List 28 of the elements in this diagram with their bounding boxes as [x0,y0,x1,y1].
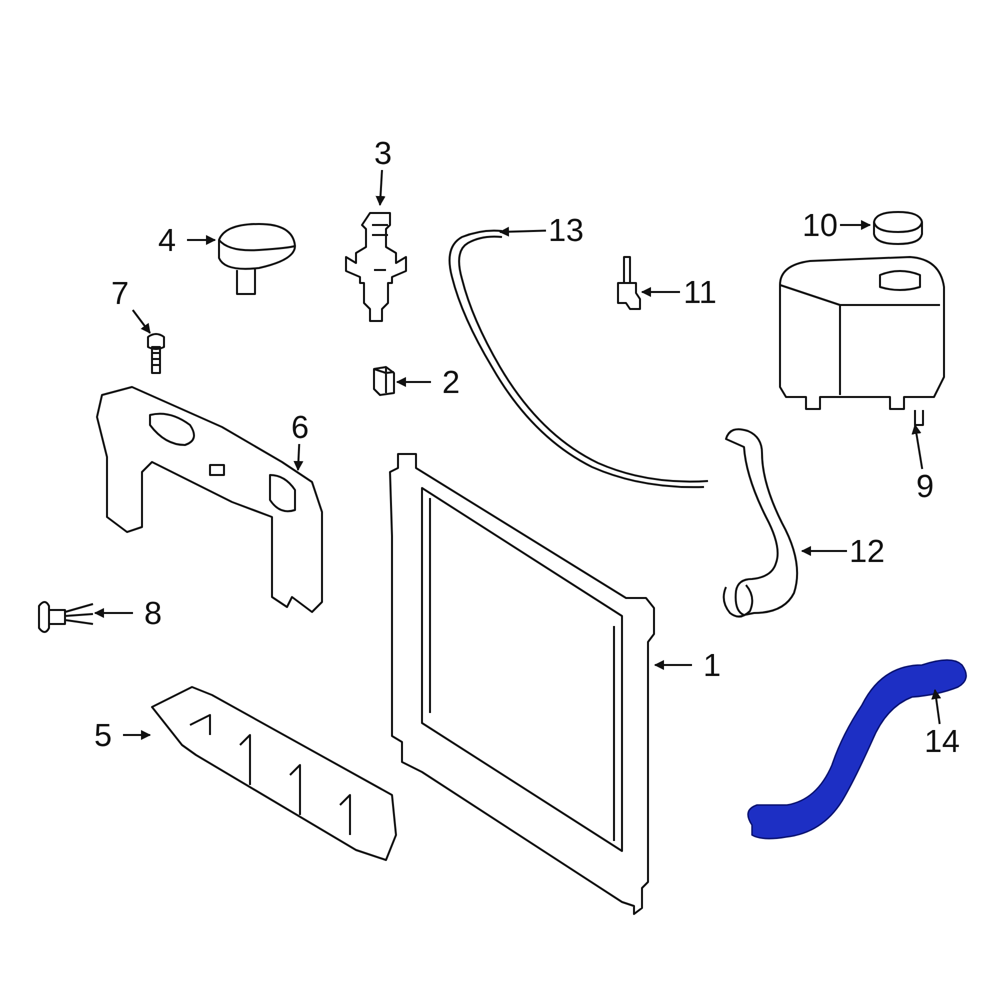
callout-number: 13 [548,212,584,248]
leader-arrow [132,309,151,334]
callout-number: 2 [442,364,460,400]
callout-number: 3 [374,135,392,171]
leader-arrow [94,608,133,618]
callout-number: 11 [683,274,717,310]
leader-arrow [499,226,546,237]
leader-arrow [376,170,386,206]
leader-arrow [293,444,304,471]
callout-number: 1 [703,647,721,683]
leader-arrow [931,689,942,724]
leader-arrow [912,424,924,470]
leader-arrow [396,377,431,387]
callout-number: 6 [291,409,309,445]
leader-arrow [654,660,692,670]
callout-number: 7 [111,275,129,311]
callout-number: 10 [802,207,838,243]
callout-number: 4 [158,222,176,258]
callout-number: 12 [849,533,885,569]
callout-number: 9 [916,468,934,504]
leader-arrow [840,220,871,230]
callout-number: 5 [94,717,112,753]
callout-number: 14 [924,723,960,759]
leader-arrow [641,287,680,297]
leader-arrow [123,730,151,740]
callout-number: 8 [144,595,162,631]
leader-arrow [801,546,847,556]
leader-arrow [187,235,216,245]
